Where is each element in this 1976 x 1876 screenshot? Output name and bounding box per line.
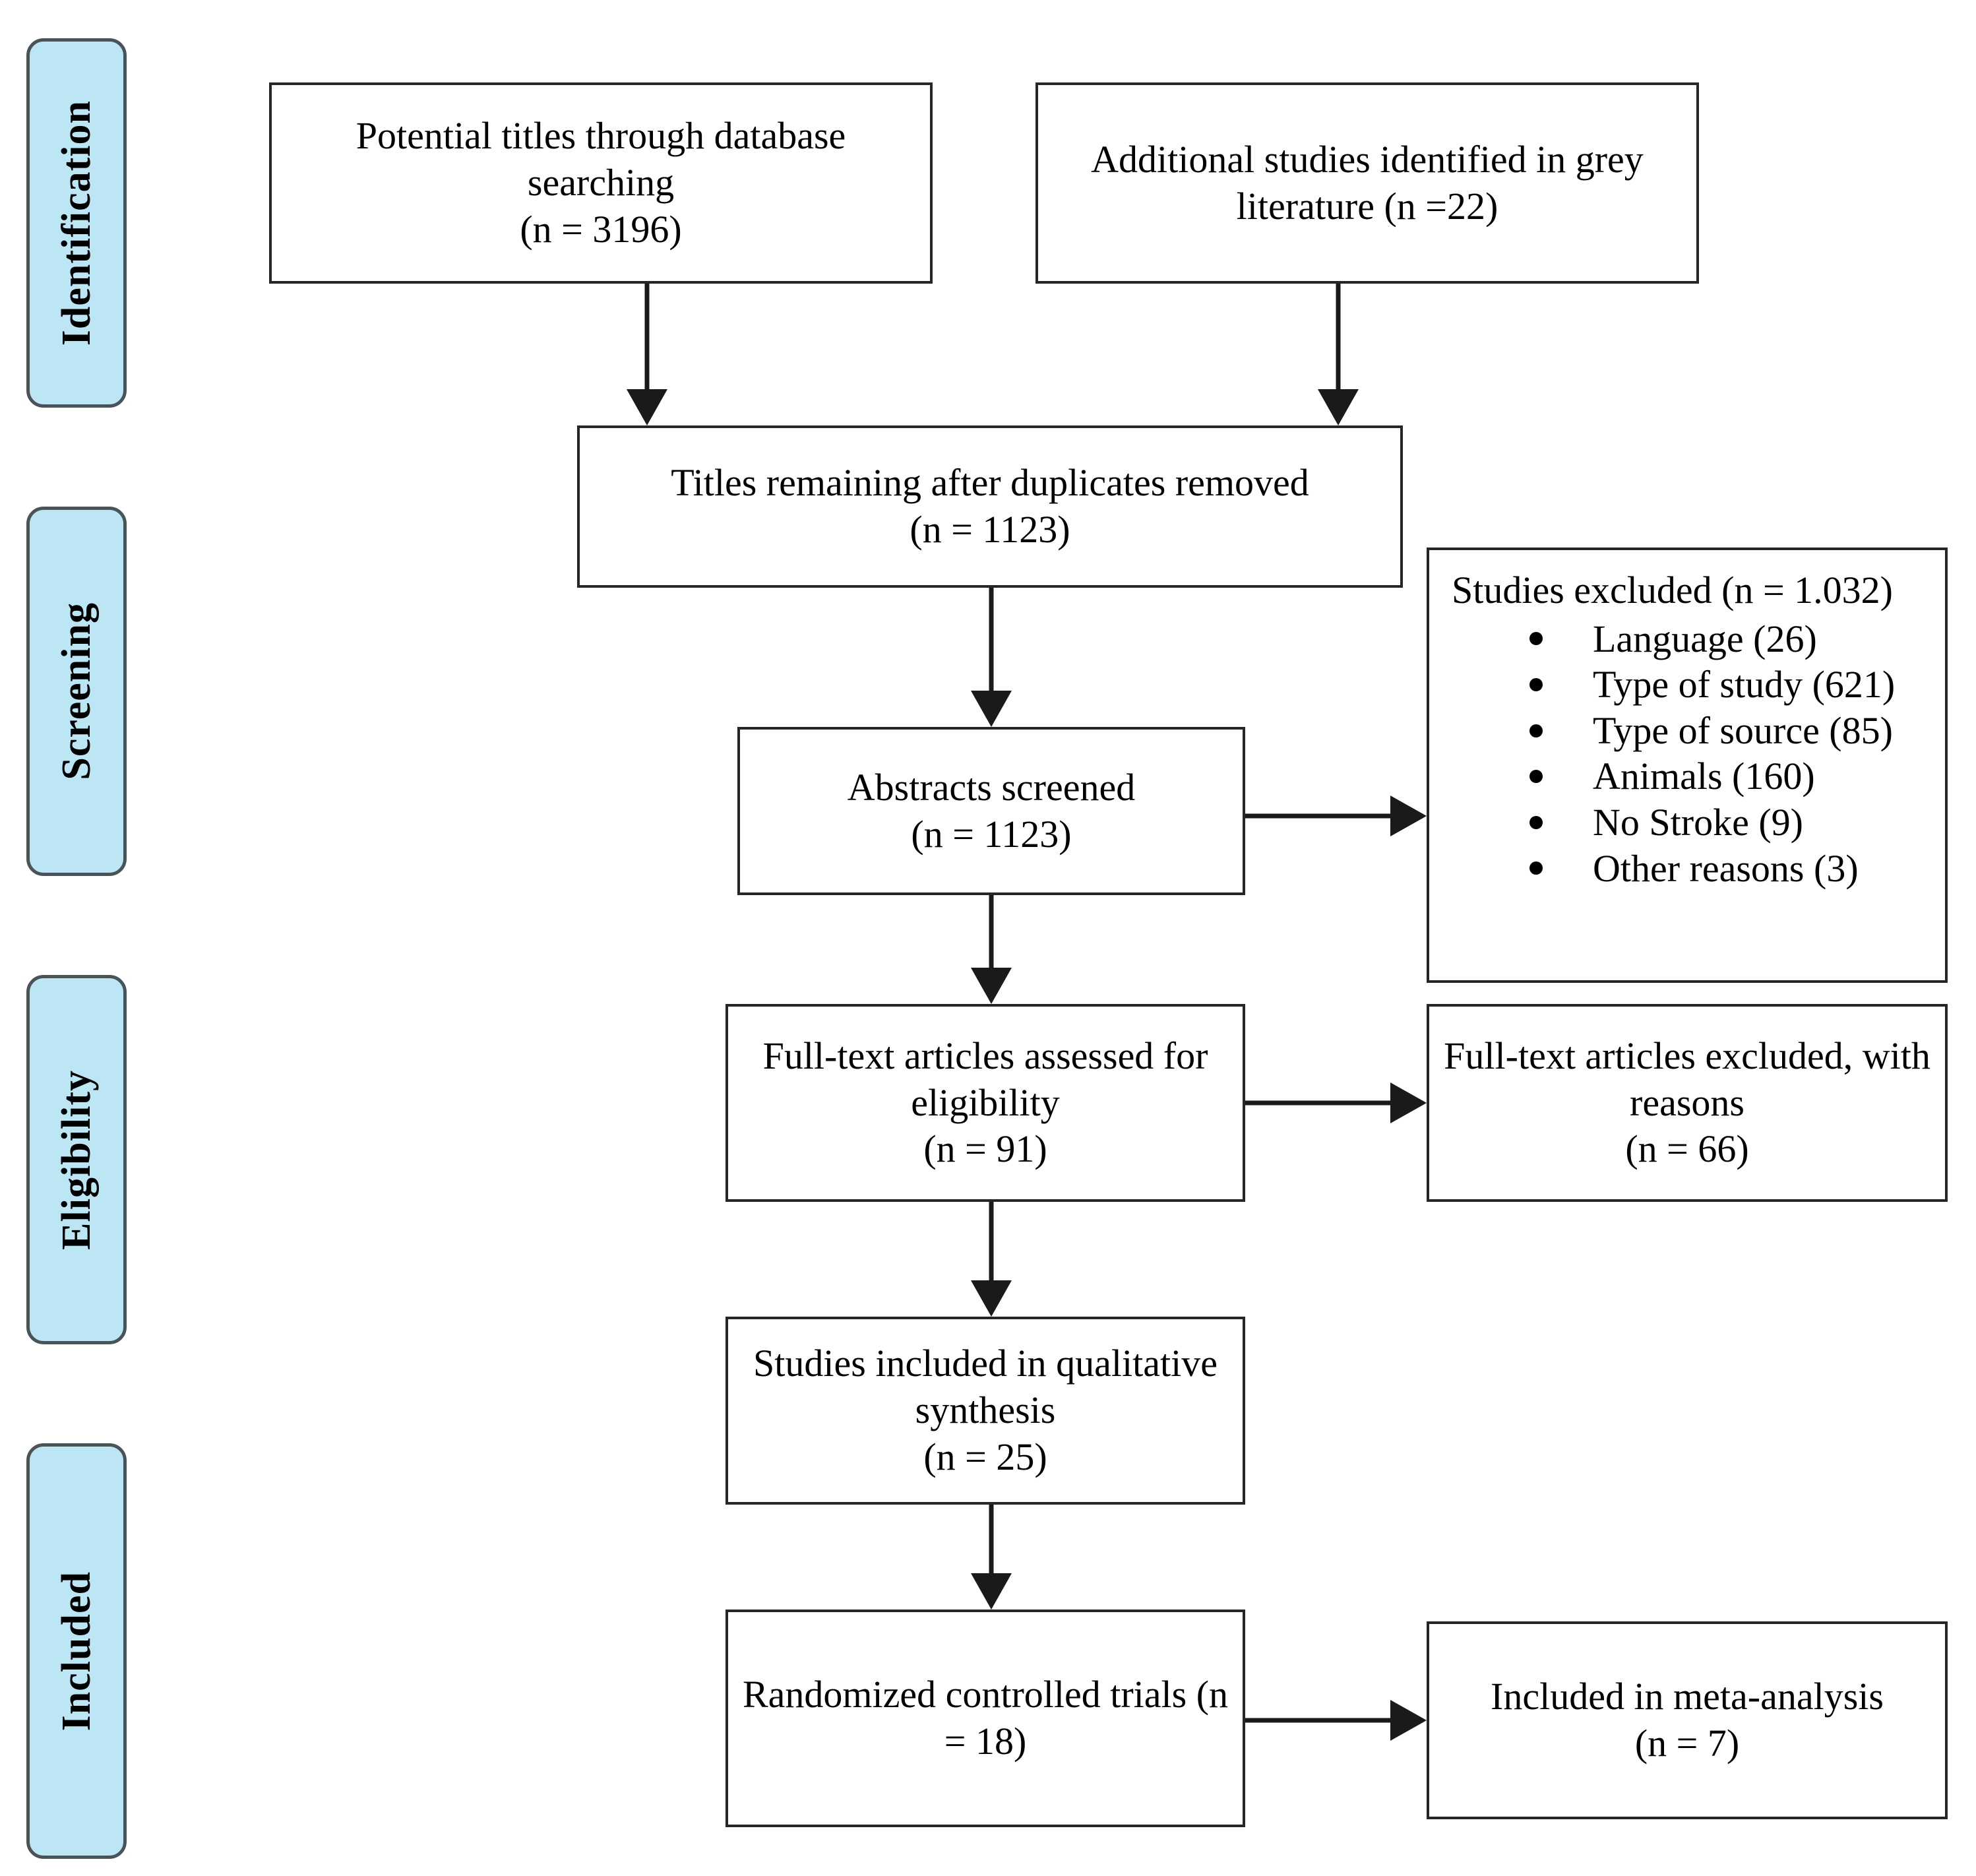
box-database-search: Potential titles through database search…	[269, 82, 933, 284]
box-studies-excluded: Studies excluded (n = 1.032) Language (2…	[1427, 547, 1948, 983]
arrow-duplicates-to-abstracts	[971, 588, 1012, 727]
list-item: Type of source (85)	[1529, 708, 1938, 754]
list-item: Type of study (621)	[1529, 662, 1938, 708]
stage-label-eligibility: Eligibility	[26, 975, 127, 1344]
arrow-abstracts-to-studies-excluded	[1245, 796, 1427, 836]
box-grey-literature: Additional studies identified in grey li…	[1035, 82, 1699, 284]
studies-excluded-reason-list: Language (26) Type of study (621) Type o…	[1452, 616, 1938, 892]
box-fulltext-excluded-text: Full-text articles excluded, with reason…	[1444, 1034, 1930, 1171]
list-item-label: Type of study (621)	[1593, 663, 1896, 706]
bullet-icon	[1529, 770, 1543, 784]
list-item: Language (26)	[1529, 616, 1938, 662]
arrow-fulltext-to-qualitative-synthesis	[971, 1202, 1012, 1317]
arrow-fulltext-to-fulltext-excluded	[1245, 1082, 1427, 1123]
stage-label-included: Included	[26, 1443, 127, 1859]
list-item: No Stroke (9)	[1529, 799, 1938, 846]
arrow-rct-to-meta-analysis	[1245, 1700, 1427, 1741]
bullet-icon	[1529, 632, 1543, 646]
box-fulltext-excluded: Full-text articles excluded, with reason…	[1427, 1004, 1948, 1202]
box-fulltext-assessed-text: Full-text articles assessed for eligibil…	[762, 1034, 1208, 1171]
box-duplicates-removed-text: Titles remaining after duplicates remove…	[671, 461, 1309, 551]
box-randomized-controlled-trials: Randomized controlled trials (n = 18)	[726, 1610, 1245, 1827]
box-grey-literature-text: Additional studies identified in grey li…	[1091, 137, 1644, 228]
bullet-icon	[1529, 861, 1543, 875]
list-item: Animals (160)	[1529, 753, 1938, 799]
list-item-label: Language (26)	[1593, 617, 1817, 660]
bullet-icon	[1529, 677, 1543, 691]
box-fulltext-assessed: Full-text articles assessed for eligibil…	[726, 1004, 1245, 1202]
box-abstracts-screened-text: Abstracts screened (n = 1123)	[847, 765, 1136, 856]
stage-label-identification: Identification	[26, 38, 127, 408]
box-randomized-controlled-trials-text: Randomized controlled trials (n = 18)	[742, 1673, 1229, 1763]
box-meta-analysis: Included in meta-analysis (n = 7)	[1427, 1621, 1948, 1819]
box-qualitative-synthesis-text: Studies included in qualitative synthesi…	[753, 1342, 1218, 1478]
arrow-grey-literature-to-duplicates	[1318, 284, 1359, 425]
bullet-icon	[1529, 724, 1543, 737]
list-item-label: No Stroke (9)	[1593, 800, 1803, 844]
box-qualitative-synthesis: Studies included in qualitative synthesi…	[726, 1317, 1245, 1505]
box-abstracts-screened: Abstracts screened (n = 1123)	[737, 727, 1245, 895]
stage-label-screening: Screening	[26, 507, 127, 876]
arrow-abstracts-to-fulltext	[971, 895, 1012, 1004]
box-meta-analysis-text: Included in meta-analysis (n = 7)	[1491, 1675, 1884, 1765]
arrow-database-to-duplicates	[627, 284, 667, 425]
list-item-label: Other reasons (3)	[1593, 846, 1859, 890]
list-item: Other reasons (3)	[1529, 846, 1938, 892]
list-item-label: Type of source (85)	[1593, 708, 1893, 752]
list-item-label: Animals (160)	[1593, 755, 1815, 798]
box-duplicates-removed: Titles remaining after duplicates remove…	[577, 425, 1403, 588]
arrow-qualitative-synthesis-to-rct	[971, 1505, 1012, 1610]
studies-excluded-title: Studies excluded (n = 1.032)	[1452, 569, 1893, 611]
bullet-icon	[1529, 815, 1543, 829]
studies-excluded-content: Studies excluded (n = 1.032) Language (2…	[1429, 550, 1945, 891]
box-database-search-text: Potential titles through database search…	[355, 114, 846, 251]
